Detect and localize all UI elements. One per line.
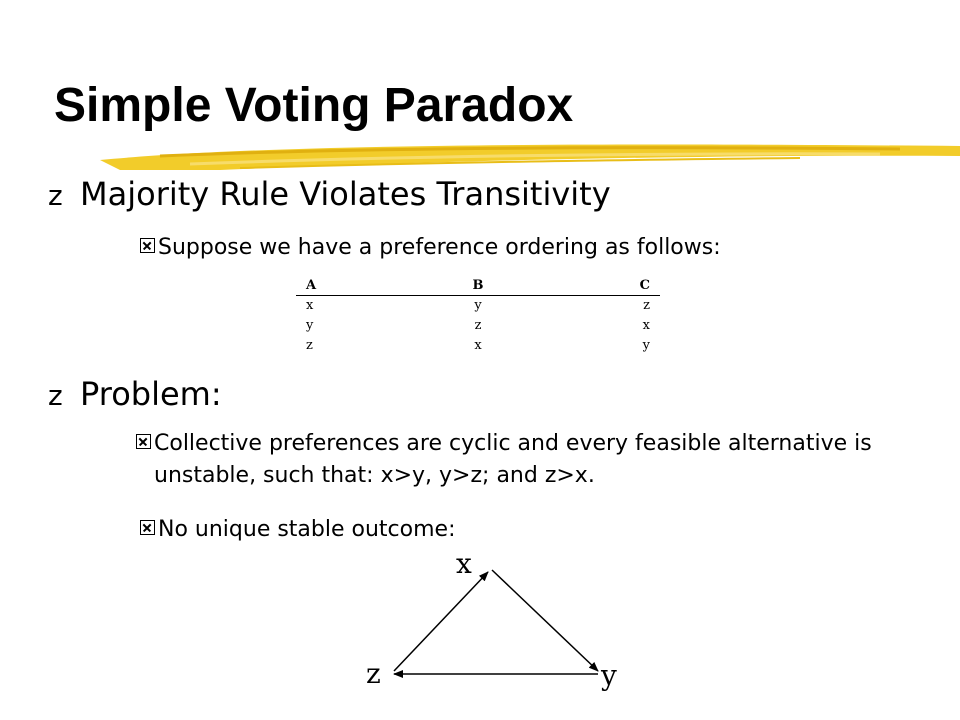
sub-bullet-text: Suppose we have a preference ordering as… [158, 235, 721, 260]
bullet-text: Problem: [80, 375, 222, 413]
node-y: y [601, 659, 617, 692]
column-header-c: C [639, 278, 650, 293]
sub-bullet-text: No unique stable outcome: [158, 517, 456, 542]
table-cell: x [642, 318, 650, 333]
table-cell: y [642, 338, 650, 353]
node-z: z [366, 657, 381, 690]
table-cell: z [474, 318, 482, 333]
table-cell: y [474, 298, 482, 313]
table-row: x y z [296, 296, 660, 316]
preference-table-header: A B C [296, 276, 660, 296]
table-cell: x [306, 298, 314, 313]
table-cell: y [306, 318, 314, 333]
sub-bullet-no-stable-outcome: No unique stable outcome: [140, 514, 455, 546]
x-box-bullet-icon [136, 434, 151, 449]
table-row: y z x [296, 316, 660, 336]
sub-bullet-preference-ordering: Suppose we have a preference ordering as… [140, 232, 721, 264]
bullet-text: Majority Rule Violates Transitivity [80, 175, 611, 213]
z-bullet-marker: z [48, 379, 63, 412]
preference-table: A B C x y z y z x z x y [296, 276, 660, 356]
sub-bullet-cyclic-preferences: Collective preferences are cyclic and ev… [136, 428, 944, 492]
slide-title: Simple Voting Paradox [54, 79, 574, 132]
bullet-problem: z Problem: [48, 374, 222, 416]
node-x: x [456, 547, 472, 580]
x-box-bullet-icon [140, 238, 155, 253]
column-header-a: A [306, 278, 317, 293]
table-row: z x y [296, 336, 660, 356]
bullet-majority-rule: z Majority Rule Violates Transitivity [48, 174, 611, 216]
z-bullet-marker: z [48, 179, 63, 212]
table-cell: z [306, 338, 313, 353]
sub-bullet-text: Collective preferences are cyclic and ev… [154, 431, 872, 488]
arrow-x-to-y [491, 569, 599, 672]
column-header-b: B [472, 278, 484, 293]
table-cell: x [474, 338, 482, 353]
arrow-z-to-x [393, 571, 489, 672]
brush-underline [100, 144, 960, 170]
table-cell: z [643, 298, 650, 313]
x-box-bullet-icon [140, 520, 155, 535]
